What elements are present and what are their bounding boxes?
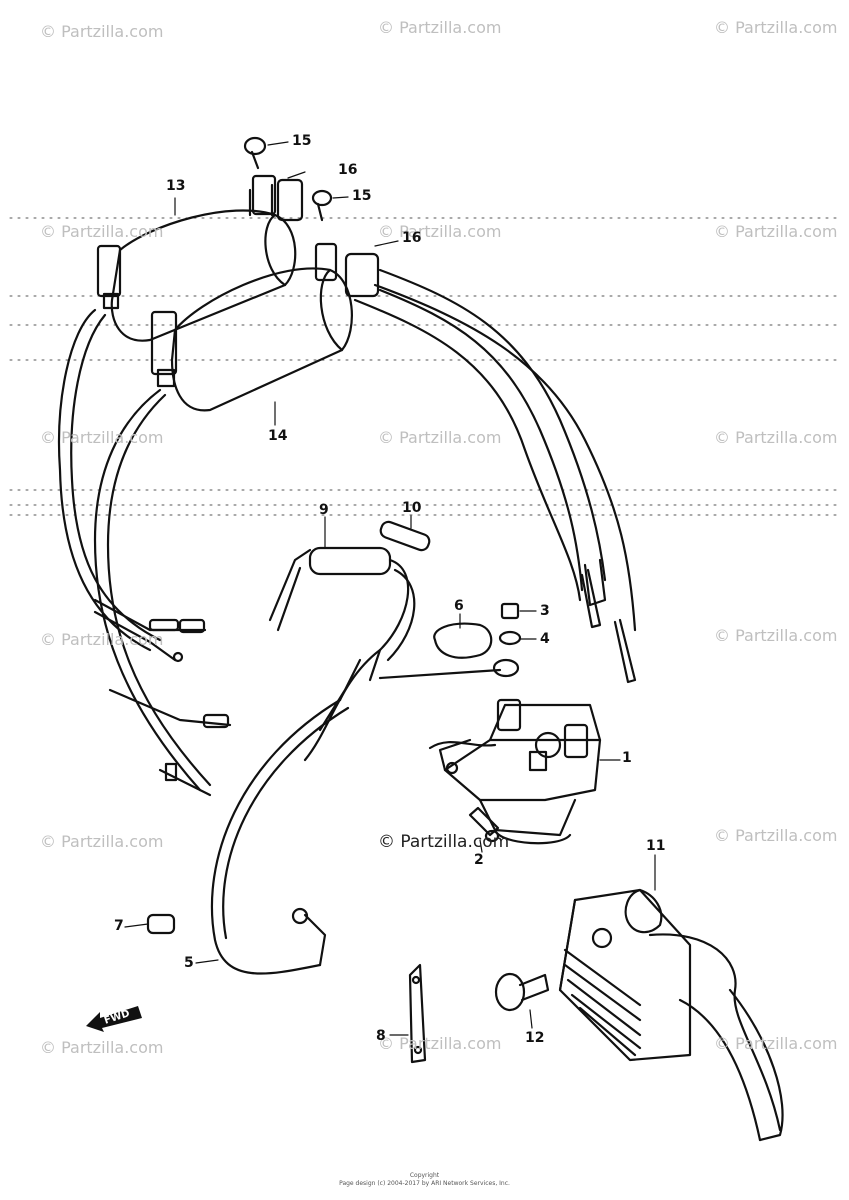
washer-4 bbox=[498, 630, 522, 646]
ignition-coil-13 bbox=[96, 174, 304, 342]
high-tension-leads bbox=[353, 268, 637, 684]
bolt-2 bbox=[468, 806, 500, 843]
part-label-3: 3 bbox=[540, 603, 550, 619]
part-label-9: 9 bbox=[319, 502, 329, 518]
part-label-4: 4 bbox=[540, 631, 550, 647]
coil-wiring-left bbox=[57, 308, 232, 797]
part-label-7: 7 bbox=[114, 918, 124, 934]
watermark: © Partzilla.com bbox=[714, 826, 838, 845]
part-label-14: 14 bbox=[268, 428, 288, 444]
cap-6 bbox=[433, 622, 493, 659]
part-label-5: 5 bbox=[184, 955, 194, 971]
part-label-16b: 16 bbox=[402, 230, 422, 246]
watermark: © Partzilla.com bbox=[714, 626, 838, 645]
watermark: © Partzilla.com bbox=[40, 22, 164, 41]
screw-15-top bbox=[243, 136, 267, 170]
nut-3 bbox=[500, 602, 520, 620]
footer-copyright: Copyright bbox=[409, 1172, 440, 1179]
watermark: © Partzilla.com bbox=[40, 1038, 164, 1057]
part-label-6: 6 bbox=[454, 598, 464, 614]
connector-sleeve-10 bbox=[379, 520, 431, 552]
part-label-13: 13 bbox=[166, 178, 186, 194]
part-label-8: 8 bbox=[376, 1028, 386, 1044]
watermark: © Partzilla.com bbox=[714, 428, 838, 447]
watermark: © Partzilla.com bbox=[378, 18, 502, 37]
forward-arrow-icon bbox=[86, 1006, 142, 1032]
watermark: © Partzilla.com bbox=[40, 428, 164, 447]
center-watermark: © Partzilla.com bbox=[378, 832, 510, 852]
watermark: © Partzilla.com bbox=[378, 428, 502, 447]
part-label-1: 1 bbox=[622, 750, 632, 766]
watermark: © Partzilla.com bbox=[40, 630, 164, 649]
part-label-2: 2 bbox=[474, 852, 484, 868]
part-label-16a: 16 bbox=[338, 162, 358, 178]
part-label-15a: 15 bbox=[292, 133, 312, 149]
scan-noise bbox=[9, 217, 841, 516]
ignition-coil-14 bbox=[150, 242, 380, 412]
watermark: © Partzilla.com bbox=[378, 222, 502, 241]
leader-lines bbox=[124, 141, 656, 1036]
clamp-7 bbox=[146, 913, 176, 935]
part-label-10: 10 bbox=[402, 500, 422, 516]
part-label-12: 12 bbox=[525, 1030, 545, 1046]
watermark: © Partzilla.com bbox=[40, 222, 164, 241]
watermark: © Partzilla.com bbox=[378, 1034, 502, 1053]
starter-relay-1 bbox=[428, 698, 602, 845]
wire-harness-9 bbox=[268, 546, 520, 762]
screw-15-right bbox=[311, 189, 333, 222]
watermark: © Partzilla.com bbox=[714, 222, 838, 241]
part-label-15b: 15 bbox=[352, 188, 372, 204]
part-label-11: 11 bbox=[646, 838, 666, 854]
watermark: © Partzilla.com bbox=[714, 18, 838, 37]
screw-12 bbox=[494, 972, 550, 1012]
watermark: © Partzilla.com bbox=[714, 1034, 838, 1053]
wire-lead-5 bbox=[210, 698, 350, 975]
watermark: © Partzilla.com bbox=[40, 832, 164, 851]
bracket-8 bbox=[408, 963, 427, 1064]
footer-page-design: Page design (c) 2004-2017 by ARI Network… bbox=[339, 1180, 510, 1187]
regulator-11 bbox=[558, 888, 784, 1142]
